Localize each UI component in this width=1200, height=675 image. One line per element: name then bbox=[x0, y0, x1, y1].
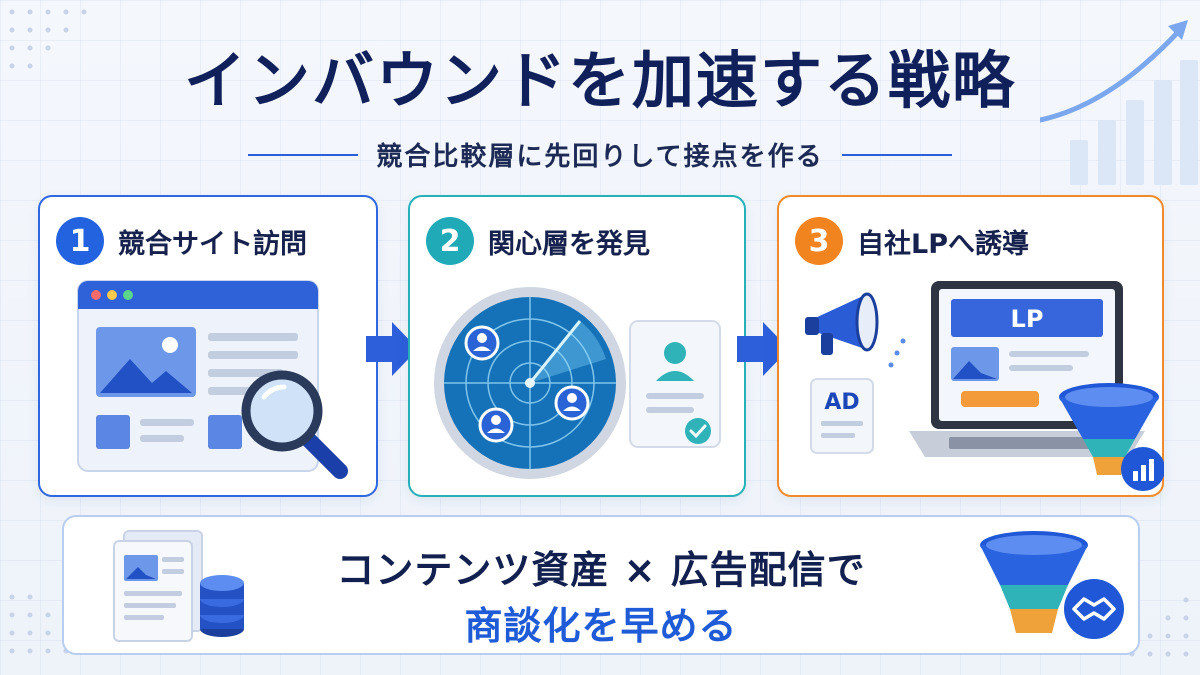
step-title-1: 競合サイト訪問 bbox=[118, 228, 307, 260]
subtitle-line-left bbox=[248, 153, 359, 156]
magnifier-icon bbox=[241, 370, 348, 479]
summary-line-1: コンテンツ資産 × 広告配信で bbox=[336, 548, 866, 592]
lp-label: LP bbox=[1011, 305, 1044, 333]
step-header-2: 2 関心層を発見 bbox=[426, 217, 650, 265]
megaphone-icon bbox=[805, 292, 879, 355]
step-number-3: 3 bbox=[795, 217, 843, 265]
image-icon bbox=[96, 327, 196, 397]
step-card-2: 2 関心層を発見 bbox=[408, 195, 746, 497]
subtitle-row: 競合比較層に先回りして接点を作る bbox=[0, 136, 1200, 173]
lp-funnel-illustration: AD LP bbox=[805, 281, 1164, 491]
dot-pattern-bottom-right bbox=[1129, 597, 1189, 657]
deal-funnel-illustration bbox=[980, 531, 1124, 639]
profile-card-icon bbox=[629, 320, 721, 448]
document-icon bbox=[113, 530, 203, 642]
arrow-right-icon-2 bbox=[737, 322, 789, 376]
database-icon bbox=[200, 575, 244, 637]
ad-card-icon: AD bbox=[810, 378, 874, 454]
step-header-3: 3 自社LPへ誘導 bbox=[795, 217, 1029, 265]
content-assets-illustration bbox=[113, 530, 244, 642]
funnel-icon-bottom bbox=[980, 531, 1088, 633]
user-avatar-icon-2 bbox=[478, 407, 514, 443]
summary-card: コンテンツ資産 × 広告配信で 商談化を早める bbox=[62, 515, 1140, 655]
step-number-1: 1 bbox=[56, 217, 104, 265]
svg-text:AD: AD bbox=[824, 390, 859, 415]
browser-search-illustration bbox=[77, 280, 348, 479]
analytics-badge-icon bbox=[1121, 447, 1164, 491]
user-avatar-icon-3 bbox=[554, 385, 590, 421]
page-title: インバウンドを加速する戦略 bbox=[183, 44, 1016, 117]
user-avatar-icon-1 bbox=[464, 325, 500, 361]
step-header-1: 1 競合サイト訪問 bbox=[56, 217, 307, 265]
radar-discovery-illustration bbox=[434, 287, 721, 479]
step-number-2: 2 bbox=[426, 217, 474, 265]
handshake-icon bbox=[1064, 579, 1124, 639]
growth-chart-icon bbox=[1040, 20, 1198, 185]
subtitle-line-right bbox=[841, 153, 952, 156]
funnel-icon bbox=[1059, 383, 1159, 475]
arrow-right-icon-1 bbox=[366, 322, 418, 376]
step-title-3: 自社LPへ誘導 bbox=[857, 228, 1029, 260]
step-card-3: 3 自社LPへ誘導 AD LP bbox=[777, 195, 1164, 497]
summary-line-2: 商談化を早める bbox=[464, 604, 738, 648]
radar-icon bbox=[434, 287, 626, 479]
dot-pattern-top-left bbox=[9, 9, 87, 69]
step-card-1: 1 競合サイト訪問 bbox=[38, 195, 378, 497]
subtitle: 競合比較層に先回りして接点を作る bbox=[376, 142, 824, 172]
step-title-2: 関心層を発見 bbox=[488, 228, 650, 260]
